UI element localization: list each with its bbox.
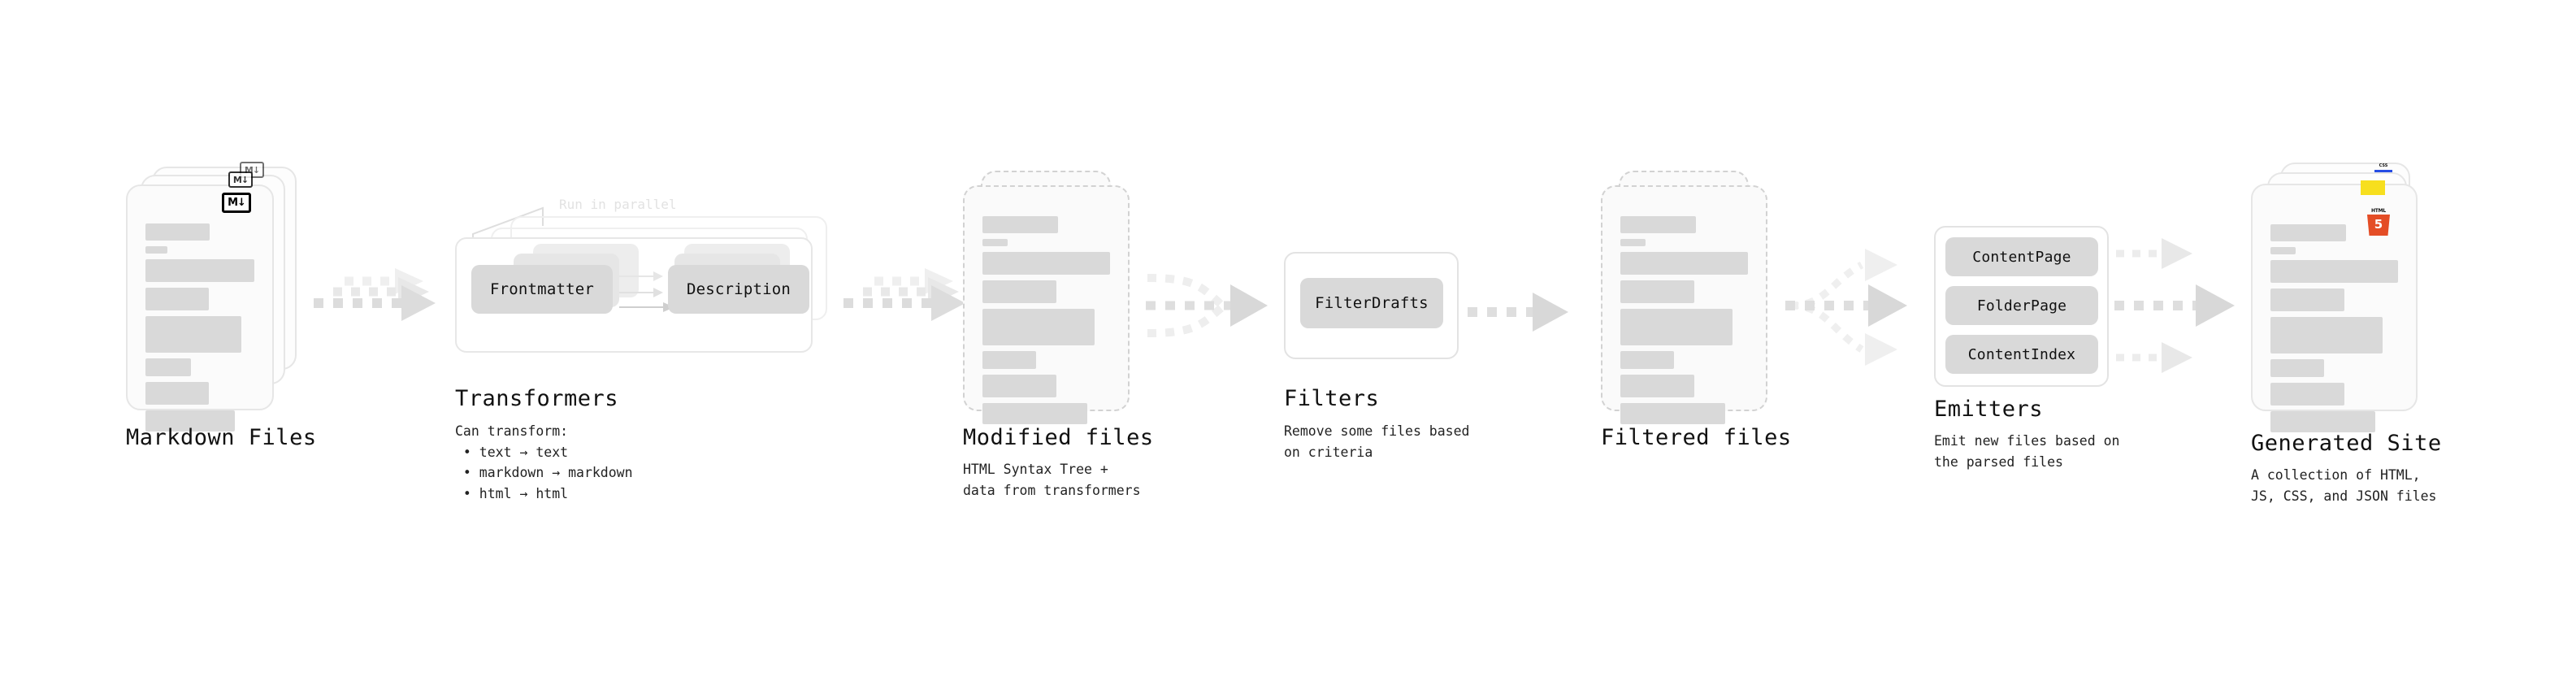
transformer-pill-frontmatter[interactable]: Frontmatter <box>471 265 613 314</box>
connector-filtered-to-emitters <box>1785 249 1907 366</box>
connector-emitters-to-site <box>2114 238 2235 373</box>
html5-wordmark: HTML <box>2370 208 2387 214</box>
modified-files-card <box>963 171 1138 424</box>
modified-file-skeleton <box>965 187 1128 424</box>
generated-file-skeleton <box>2253 185 2416 432</box>
transformer-pill-description[interactable]: Description <box>668 265 809 314</box>
filtered-files-card <box>1601 171 1776 424</box>
emitters-group: ContentPage FolderPage ContentIndex <box>1934 226 2109 405</box>
css3-wordmark: CSS <box>2379 163 2388 168</box>
transformers-subtitle: Can transform: • text → text • markdown … <box>455 423 633 501</box>
filters-group: FilterDrafts <box>1284 252 1459 374</box>
markdown-icon-back-1: M↓ <box>228 171 253 188</box>
emitter-pill-contentindex[interactable]: ContentIndex <box>1945 335 2098 374</box>
transformers-title: Transformers <box>455 386 619 411</box>
generated-site-card: CSS HTML <box>2251 163 2438 432</box>
markdown-file-skeleton <box>128 186 272 432</box>
filtered-file-front <box>1601 185 1767 424</box>
run-in-parallel-note: Run in parallel <box>559 197 677 212</box>
html5-icon: HTML <box>2366 208 2391 236</box>
generated-site-subtitle: A collection of HTML, JS, CSS, and JSON … <box>2251 467 2437 504</box>
transformer-inner-arrows <box>619 271 674 312</box>
filters-subtitle: Remove some files based on criteria <box>1284 423 1470 460</box>
connector-modified-to-filters <box>1146 274 1268 337</box>
emitters-title: Emitters <box>1934 397 2044 422</box>
generated-file-front <box>2251 184 2418 432</box>
markdown-icon: M↓ <box>222 193 251 213</box>
modified-files-title: Modified files <box>963 425 1154 450</box>
emitter-pill-folderpage[interactable]: FolderPage <box>1945 286 2098 325</box>
generated-site-title: Generated Site <box>2251 431 2442 456</box>
filter-pill-filterdrafts[interactable]: FilterDrafts <box>1300 278 1443 328</box>
emitters-subtitle: Emit new files based on the parsed files <box>1934 433 2120 470</box>
filtered-files-title: Filtered files <box>1601 425 1792 450</box>
css3-icon: CSS <box>2373 164 2394 172</box>
modified-files-subtitle: HTML Syntax Tree + data from transformer… <box>963 462 1141 498</box>
markdown-files-title: Markdown Files <box>126 425 317 450</box>
connector-filters-to-filtered <box>1468 293 1568 332</box>
connector-markdown-to-transformers <box>314 268 436 321</box>
filters-title: Filters <box>1284 386 1380 411</box>
markdown-file-front <box>126 184 274 432</box>
filtered-file-skeleton <box>1602 187 1766 424</box>
emitter-pill-contentpage[interactable]: ContentPage <box>1945 237 2098 276</box>
markdown-files-card: M↓ M↓ M↓ <box>126 162 301 432</box>
javascript-icon <box>2361 180 2385 195</box>
transformers-group: Run in parallel Frontmatter Description <box>455 195 837 358</box>
modified-file-front <box>963 185 1130 424</box>
connector-transformers-to-modified <box>843 268 965 321</box>
